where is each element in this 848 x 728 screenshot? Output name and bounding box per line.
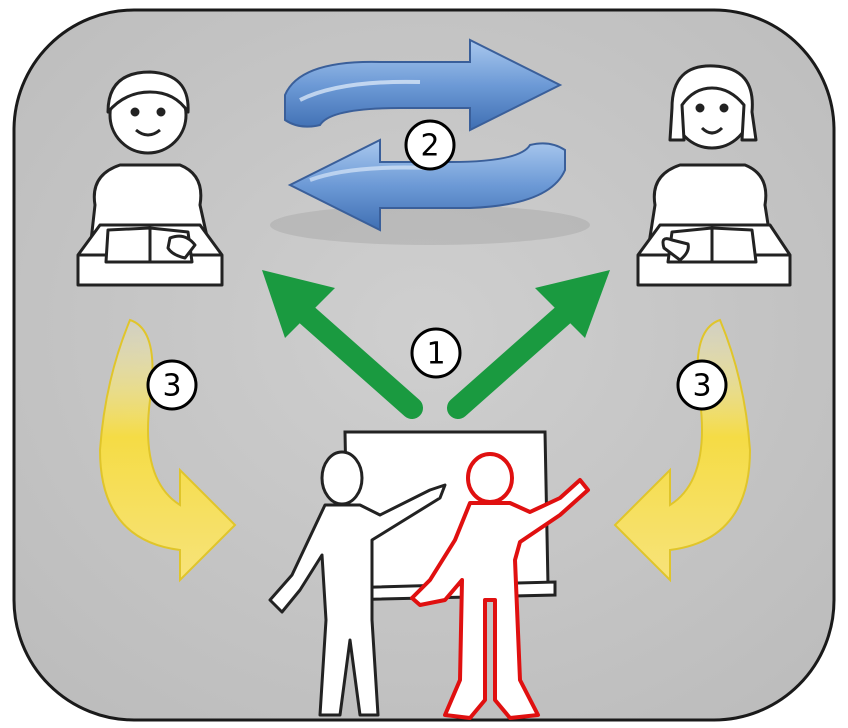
step-3-right-label: 3 bbox=[692, 369, 711, 404]
step-3-right-badge: 3 bbox=[678, 361, 726, 409]
step-2-label: 2 bbox=[420, 129, 439, 164]
step-1-badge: 1 bbox=[412, 329, 460, 377]
step-3-left-badge: 3 bbox=[148, 361, 196, 409]
step-3-left-label: 3 bbox=[162, 369, 181, 404]
step-2-badge: 2 bbox=[406, 121, 454, 169]
step-1-label: 1 bbox=[426, 337, 445, 372]
